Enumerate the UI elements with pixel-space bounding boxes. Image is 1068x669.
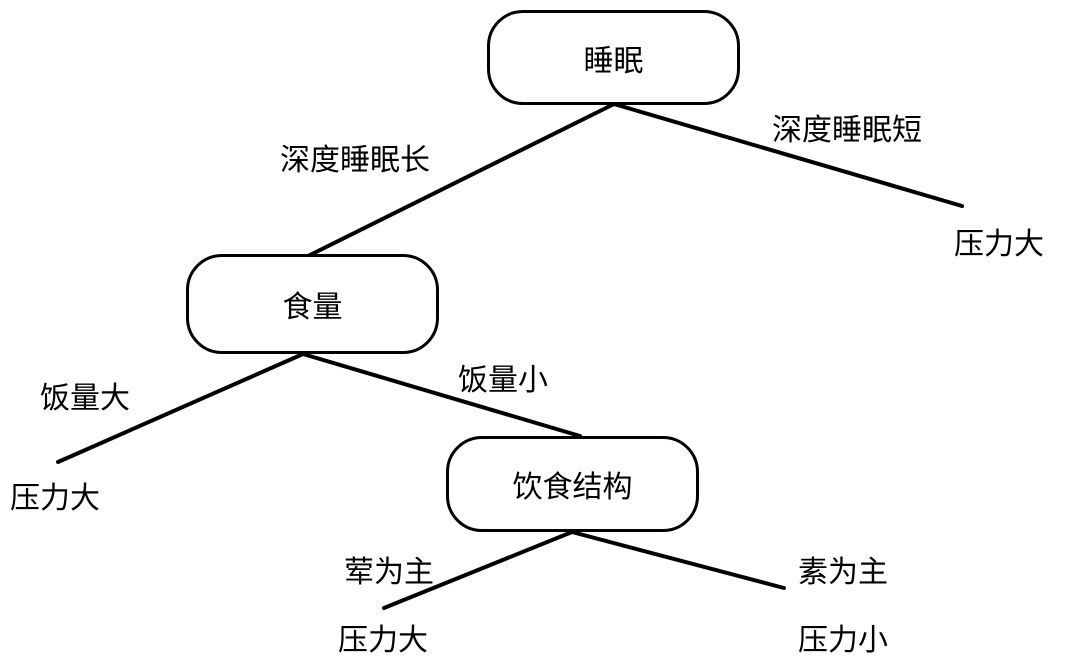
- leaf-short-sleep-result: 压力大: [954, 230, 1044, 260]
- edge-label-deep-sleep-short: 深度睡眠短: [772, 116, 922, 146]
- leaf-meat-result: 压力大: [338, 626, 428, 656]
- leaf-big-portion-result: 压力大: [10, 484, 100, 514]
- node-diet-structure-label: 饮食结构: [513, 462, 633, 506]
- edge-label-big-portion: 饭量大: [40, 384, 130, 414]
- edge-label-veg-main: 素为主: [798, 558, 888, 588]
- node-sleep: 睡眠: [487, 10, 740, 105]
- edge-label-small-portion: 饭量小: [458, 366, 548, 396]
- node-sleep-label: 睡眠: [584, 36, 644, 80]
- node-diet-structure: 饮食结构: [446, 436, 699, 532]
- leaf-veg-result: 压力小: [798, 626, 888, 656]
- edge-label-deep-sleep-long: 深度睡眠长: [280, 146, 430, 176]
- edge-label-meat-main: 荤为主: [344, 558, 434, 588]
- edge-root-to-food: [308, 104, 614, 256]
- node-food-amount: 食量: [186, 254, 439, 354]
- edge-diet-to-veg-result: [572, 532, 784, 588]
- node-food-amount-label: 食量: [283, 282, 343, 326]
